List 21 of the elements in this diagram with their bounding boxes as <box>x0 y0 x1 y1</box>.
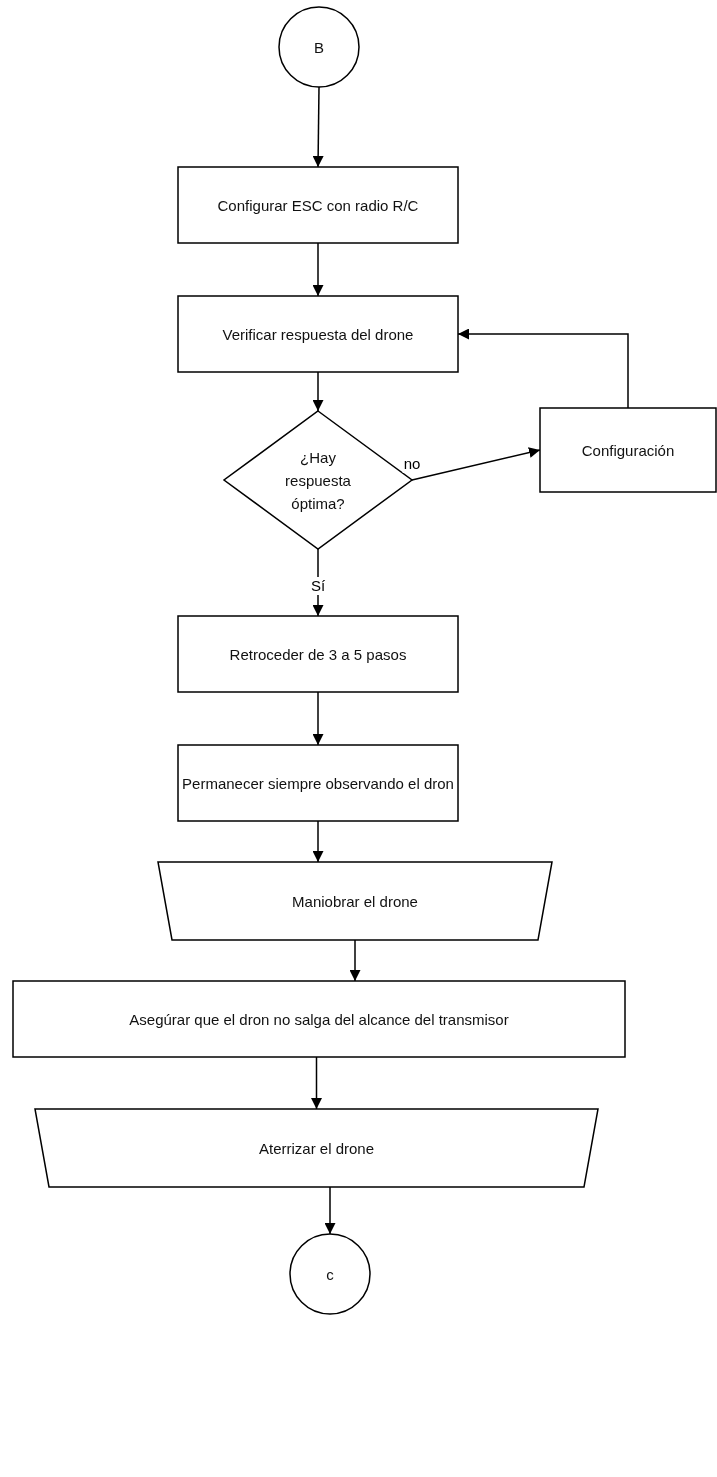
node-text: Configuración <box>581 440 675 461</box>
node-text: c <box>326 1264 334 1285</box>
node-text: Asegúrar que el dron no salga del alcance del transmisor <box>129 1009 509 1030</box>
arrow <box>312 242 324 297</box>
node-text: Maniobrar el drone <box>292 891 418 912</box>
node-text: ¿Hay respuesta óptima? <box>284 447 352 514</box>
node-text: Verificar respuesta del drone <box>222 324 414 345</box>
node-text: B <box>314 37 324 58</box>
arrow <box>312 371 324 412</box>
arrow <box>312 820 324 863</box>
arrow <box>312 86 324 168</box>
arrow <box>349 939 361 982</box>
node-text: Retroceder de 3 a 5 pasos <box>229 644 407 665</box>
edge-label: Sí <box>309 576 327 595</box>
arrow <box>312 691 324 746</box>
node-text: Permanecer siempre observando el dron <box>182 773 454 794</box>
arrow <box>311 1056 322 1110</box>
node-text: Aterrizar el drone <box>258 1138 375 1159</box>
arrow <box>411 447 541 481</box>
node-text: Configurar ESC con radio R/C <box>217 195 419 216</box>
arrow <box>324 1186 336 1235</box>
